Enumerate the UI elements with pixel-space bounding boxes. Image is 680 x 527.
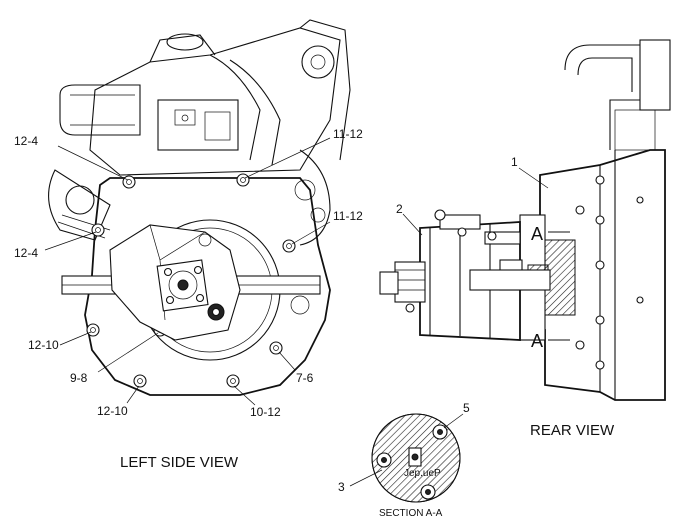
- section-a-a-drawing: [371, 413, 461, 503]
- housing-bolts: [86, 173, 296, 388]
- callout-2: 2: [396, 202, 403, 216]
- callout-12-4-left: 12-4: [14, 246, 38, 260]
- left-side-view-title: LEFT SIDE VIEW: [120, 454, 239, 471]
- callout-9-8: 9-8: [70, 371, 88, 385]
- leader-3: [349, 469, 383, 487]
- callout-7-6: 7-6: [296, 371, 314, 385]
- callout-1: 1: [511, 155, 518, 169]
- mirrored-part-marking: Jep.ueP: [404, 468, 441, 479]
- section-marker-bottom: A: [531, 331, 543, 351]
- section-a-a-title: SECTION A-A: [379, 508, 443, 519]
- rear-view-title: REAR VIEW: [530, 422, 615, 439]
- left-side-view-drawing: [48, 19, 351, 396]
- callout-3: 3: [338, 480, 345, 494]
- leader-5: [443, 413, 464, 429]
- callout-5: 5: [463, 401, 470, 415]
- section-marker-top: A: [531, 224, 543, 244]
- callout-11-12-top: 11-12: [333, 127, 363, 141]
- callout-11-12-right: 11-12: [333, 209, 363, 223]
- leader-2: [402, 213, 423, 236]
- left-leader-lines: [44, 137, 331, 406]
- rear-bolts: [575, 175, 644, 370]
- callout-12-10-bottom: 12-10: [97, 404, 128, 418]
- leader-1: [518, 167, 549, 189]
- callout-12-10-left: 12-10: [28, 338, 59, 352]
- callout-12-4-top: 12-4: [14, 134, 38, 148]
- callout-10-12: 10-12: [250, 405, 281, 419]
- rear-view-drawing: [379, 39, 671, 401]
